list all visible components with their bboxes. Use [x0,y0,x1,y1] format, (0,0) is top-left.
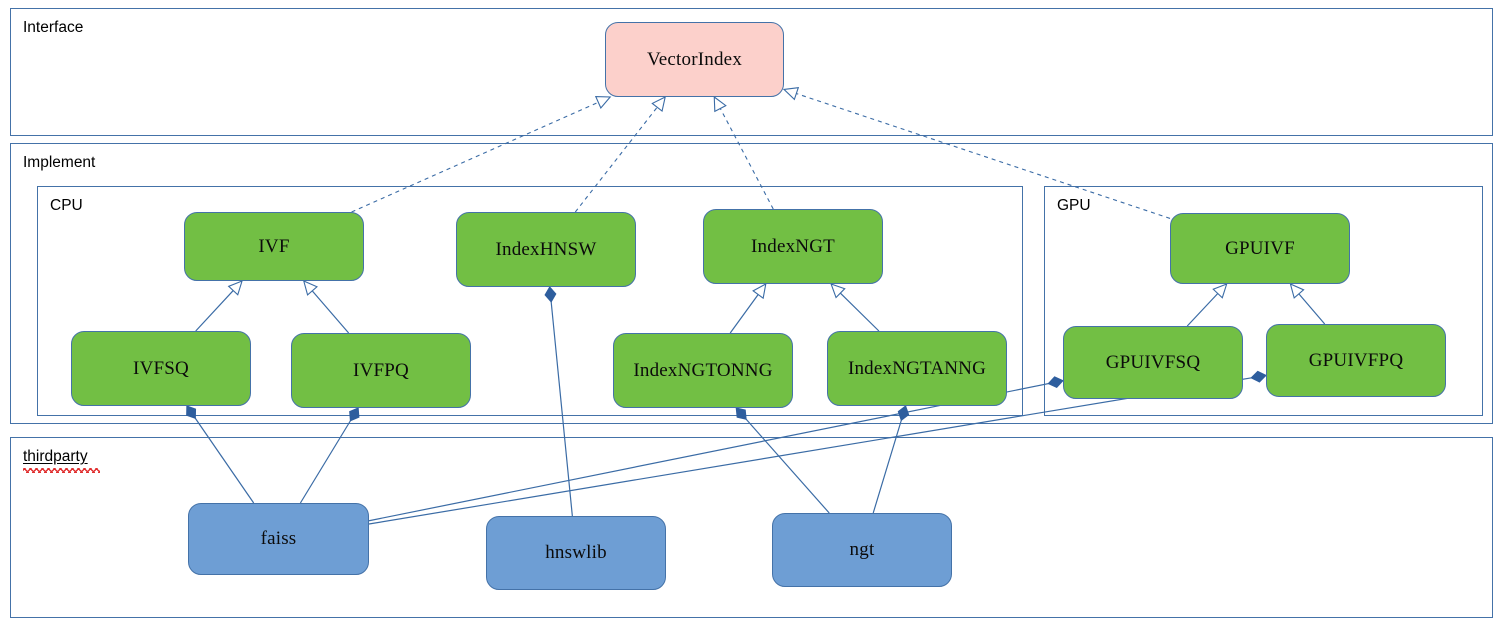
node-gpuivf[interactable]: GPUIVF [1170,213,1350,284]
spellcheck-underline-thirdparty [23,468,100,473]
node-vectorindex[interactable]: VectorIndex [605,22,784,97]
node-faiss[interactable]: faiss [188,503,369,575]
node-indexhnsw[interactable]: IndexHNSW [456,212,636,287]
group-label-thirdparty: thirdparty [23,448,88,465]
node-gpuivfsq[interactable]: GPUIVFSQ [1063,326,1243,399]
group-label-implement: Implement [23,154,96,171]
node-ivfpq[interactable]: IVFPQ [291,333,471,408]
node-ivf[interactable]: IVF [184,212,364,281]
node-gpuivfpq[interactable]: GPUIVFPQ [1266,324,1446,397]
node-ivfsq[interactable]: IVFSQ [71,331,251,406]
node-indexngtonng[interactable]: IndexNGTONNG [613,333,793,408]
group-label-interface: Interface [23,19,84,36]
node-indexngtanng[interactable]: IndexNGTANNG [827,331,1007,406]
node-ngt[interactable]: ngt [772,513,952,587]
node-hnswlib[interactable]: hnswlib [486,516,666,590]
group-label-cpu: CPU [50,197,83,214]
node-indexngt[interactable]: IndexNGT [703,209,883,284]
group-label-gpu: GPU [1057,197,1091,214]
